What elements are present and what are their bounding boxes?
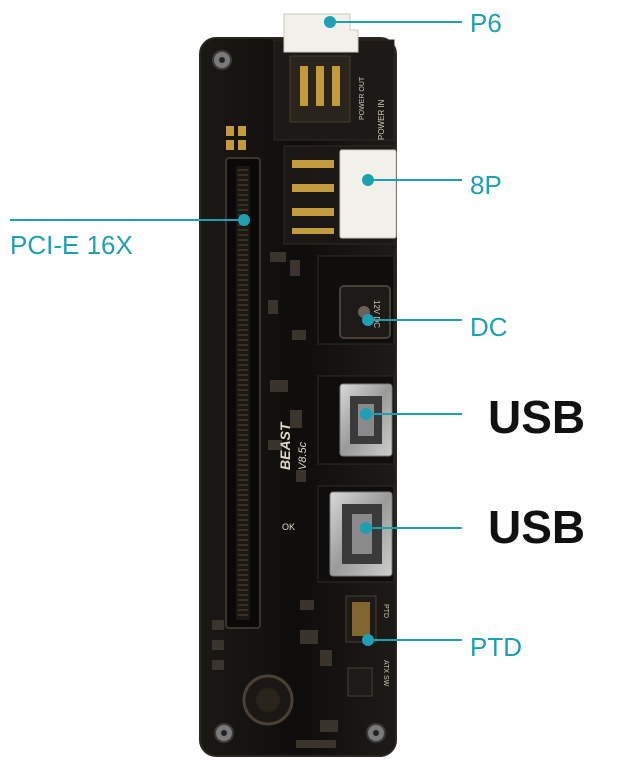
silk-power-out: POWER OUT (359, 76, 366, 120)
callout-dot-8p (362, 174, 374, 186)
silk-ptd: PTD (382, 604, 389, 618)
label-usb-2: USB (488, 501, 586, 553)
callout-dot-usb2 (360, 522, 372, 534)
lower-components (212, 600, 338, 748)
label-ptd: PTD (470, 632, 522, 662)
silk-beast: BEAST (277, 421, 293, 470)
label-pcie: PCI-E 16X (10, 230, 133, 260)
gold-pads (226, 126, 246, 150)
callout-lines (10, 16, 462, 646)
callout-dot-dc (362, 314, 374, 326)
p6-connector: POWER OUT POWER IN (273, 13, 395, 141)
silk-atx-sw: ATX SW (382, 660, 389, 687)
usb-port-2 (317, 485, 395, 583)
silk-ok: OK (282, 522, 295, 532)
label-usb-1: USB (488, 391, 586, 443)
silk-power-in: POWER IN (377, 99, 386, 140)
smd-components (268, 252, 306, 482)
inductor (242, 674, 294, 726)
usb-port-1 (317, 375, 395, 465)
callout-dot-p6 (324, 16, 336, 28)
callout-dot-pcie (238, 214, 250, 226)
silk-dc: 12V DC (372, 300, 381, 328)
label-p6: P6 (470, 8, 502, 38)
label-dc: DC (470, 312, 508, 342)
callout-dot-ptd (362, 634, 374, 646)
pcie-slot (225, 157, 261, 629)
p8-connector (283, 145, 397, 245)
ptd-area: PTD ATX SW (345, 595, 389, 697)
silk-version: V8.5c (297, 441, 309, 470)
callout-dot-usb1 (360, 408, 372, 420)
dc-jack: 12V DC (317, 255, 395, 345)
label-8p: 8P (470, 170, 502, 200)
